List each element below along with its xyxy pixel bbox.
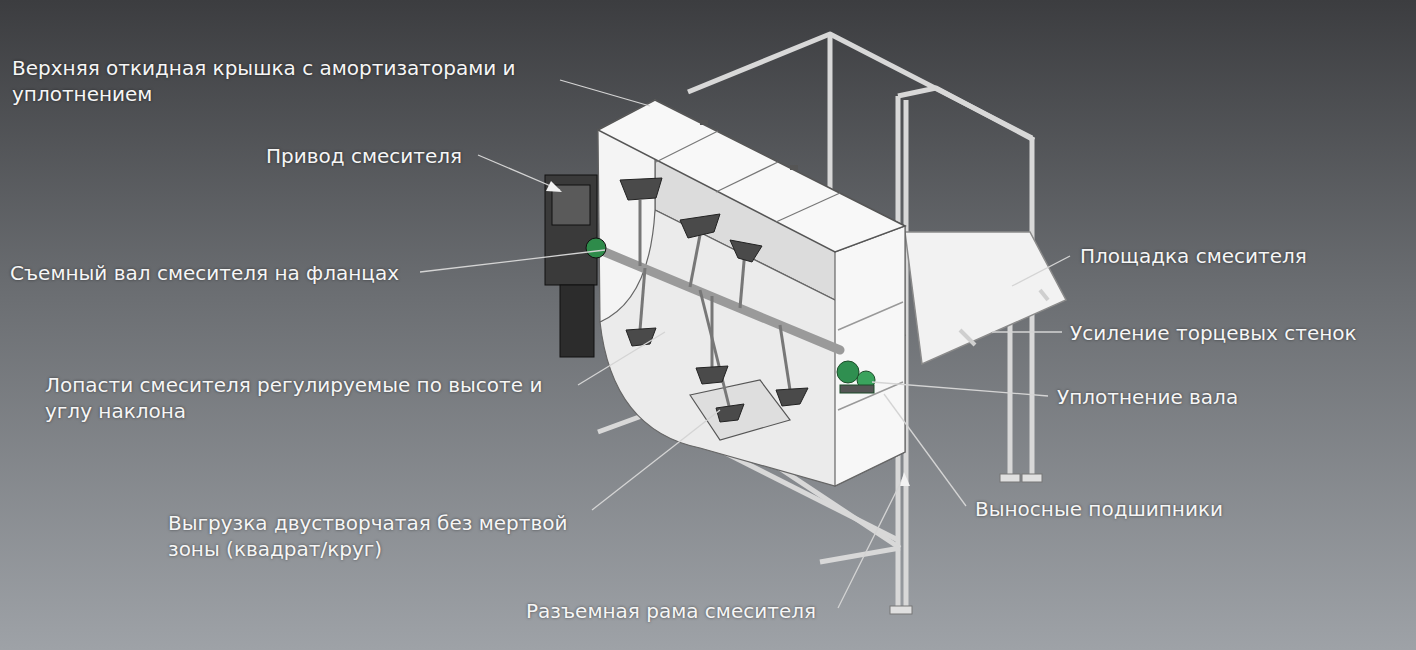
drawing-part <box>478 155 560 190</box>
drawing-part <box>992 331 1062 332</box>
end-wall-reinforcement <box>838 302 903 410</box>
leader-arrowheads <box>546 181 910 486</box>
drawing-part <box>776 388 808 406</box>
drawing-part <box>586 238 606 258</box>
drawing-part <box>696 366 728 384</box>
drawing-part <box>578 332 665 385</box>
frame-feet <box>890 474 1042 614</box>
drawing-part <box>1000 474 1020 482</box>
drawing-part <box>900 472 910 486</box>
drawing-part <box>872 382 1048 396</box>
drawing-part <box>420 250 605 272</box>
drawing-part <box>626 328 656 346</box>
drawing-part <box>680 214 720 238</box>
drawing-part <box>898 88 1034 140</box>
drawing-part <box>545 175 597 285</box>
drawing-part <box>1022 474 1042 482</box>
drawing-part <box>890 606 912 614</box>
callout-label: Лопасти смесителя регулируемые по высоте… <box>45 372 565 424</box>
right-end-wall <box>835 226 905 486</box>
drawing-part <box>790 165 798 170</box>
drive <box>545 175 606 357</box>
drawing-part <box>1012 256 1070 286</box>
callout-label: Верхняя откидная крышка с амортизаторами… <box>12 55 612 107</box>
drawing-part <box>837 361 859 383</box>
callout-label: Разъемная рама смесителя <box>526 598 816 624</box>
drawing-part <box>656 131 718 162</box>
paddles <box>620 178 808 422</box>
drawing-part <box>592 410 720 510</box>
drawing-part <box>639 200 642 266</box>
drawing-part <box>688 34 1032 138</box>
drawing-part <box>1008 300 1013 480</box>
shaft-seal-bearings <box>837 361 875 393</box>
drawing-part <box>1040 290 1048 300</box>
lid-hinges <box>700 120 798 170</box>
drawing-part <box>620 178 662 200</box>
drawing-part <box>560 285 594 357</box>
drawing-part <box>690 235 700 287</box>
drawing-part <box>640 268 645 330</box>
discharge-gate <box>690 380 790 440</box>
callout-label: Выгрузка двустворчатая без мертвой зоны … <box>168 510 578 562</box>
drawing-part <box>716 162 778 192</box>
callout-label: Усиление торцевых стенок <box>1070 320 1357 346</box>
platform-supports <box>960 290 1048 345</box>
drawing-part <box>700 120 708 125</box>
callout-label: Площадка смесителя <box>1080 243 1307 269</box>
platform <box>905 232 1066 364</box>
drawing-part <box>700 290 730 410</box>
callout-label: Выносные подшипники <box>975 496 1223 522</box>
drawing-part <box>546 181 562 192</box>
drawing-part <box>730 240 762 262</box>
paddle-arms <box>640 200 790 410</box>
lid-panels <box>656 131 840 222</box>
drawing-part <box>960 330 975 345</box>
drawing-part <box>884 394 966 506</box>
drawing-part <box>780 325 790 390</box>
drawing-part <box>820 548 900 562</box>
drawing-part <box>838 476 904 608</box>
lid <box>598 100 905 252</box>
callout-label: Привод смесителя <box>266 143 462 169</box>
drawing-part <box>840 385 874 393</box>
callout-label: Уплотнение вала <box>1057 384 1238 410</box>
callout-label: Съемный вал смесителя на фланцах <box>10 260 399 286</box>
drawing-part <box>560 80 650 106</box>
drawing-part <box>716 404 744 422</box>
shaft <box>600 250 840 350</box>
drawing-part <box>776 193 840 222</box>
